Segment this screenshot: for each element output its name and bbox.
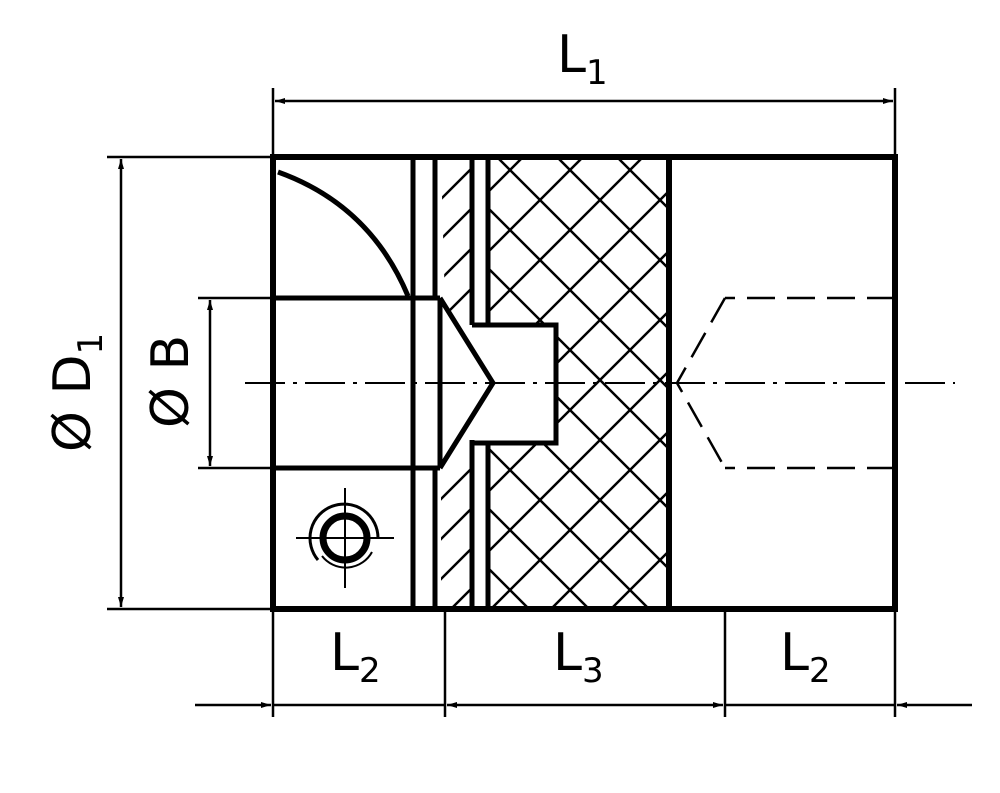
label-outer-diameter: Ø D1: [43, 333, 111, 452]
label-overall-length: L1: [557, 25, 608, 93]
set-screw: [296, 488, 394, 588]
dimension-outer-diameter: [107, 155, 273, 611]
label-spider-length: L3: [553, 623, 604, 691]
left-hub-section-hatch: [441, 159, 472, 608]
label-hub-length-left: L2: [330, 623, 381, 691]
label-bore-diameter: Ø B: [141, 335, 201, 428]
dimension-bottom-chain: [195, 609, 972, 717]
dimension-overall-length: [271, 88, 897, 157]
elastomer-spider: [472, 157, 672, 609]
dimension-bore-diameter: [198, 296, 273, 470]
label-hub-length-right: L2: [780, 623, 831, 691]
